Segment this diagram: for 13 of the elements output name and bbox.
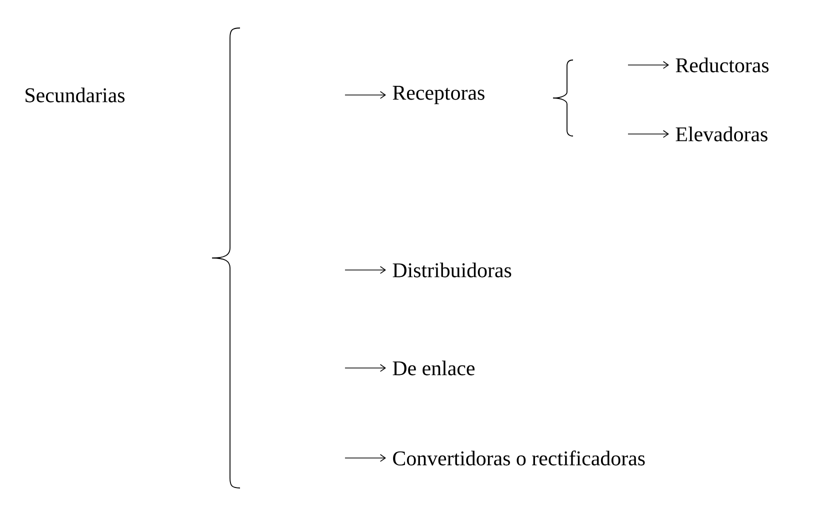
arrow xyxy=(344,364,386,372)
arrow xyxy=(344,454,386,462)
arrow xyxy=(628,61,669,69)
category-label: De enlace xyxy=(392,360,475,376)
category-label: Convertidoras o rectificadoras xyxy=(393,450,645,466)
arrow xyxy=(344,91,386,99)
arrow xyxy=(344,266,386,274)
category-label: Reductoras xyxy=(676,58,769,72)
category-label: Distribuidoras xyxy=(392,262,512,278)
category-label: Receptoras xyxy=(392,86,484,104)
category-label: Elevadoras xyxy=(676,126,768,142)
arrow xyxy=(628,130,669,138)
category-label: Secundarias xyxy=(26,88,125,102)
